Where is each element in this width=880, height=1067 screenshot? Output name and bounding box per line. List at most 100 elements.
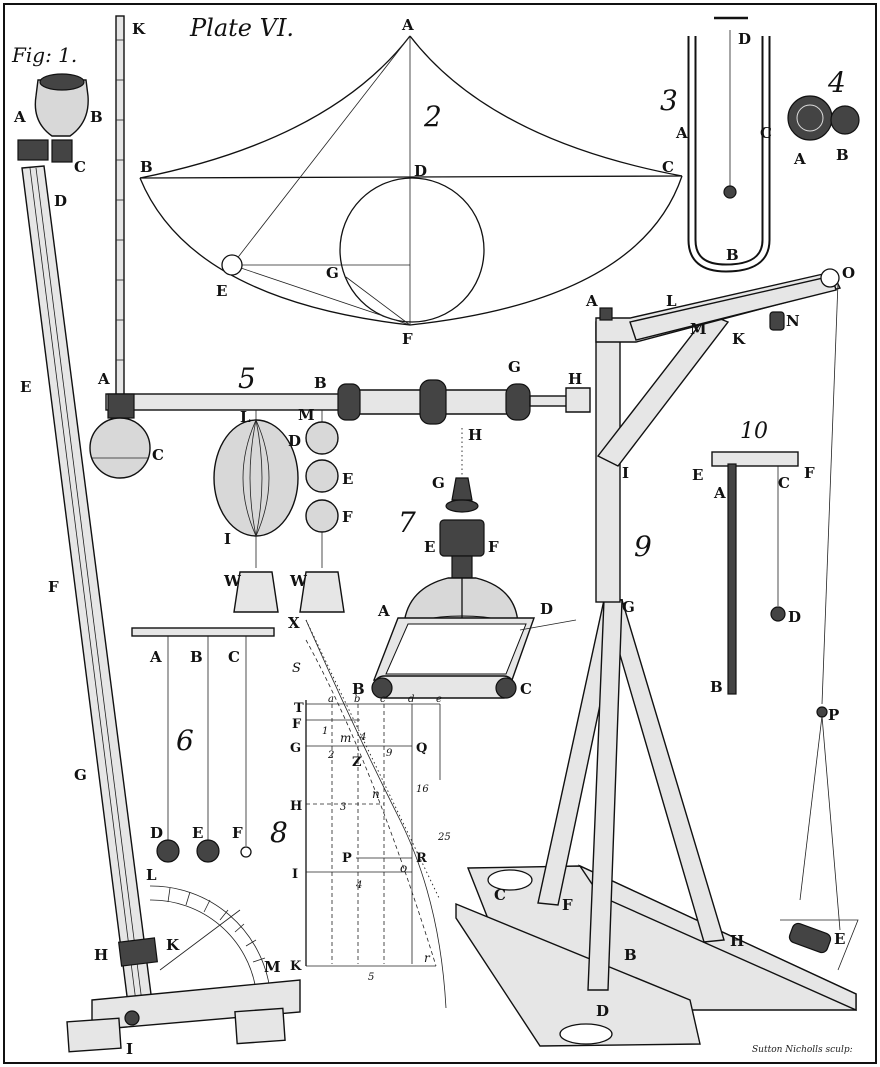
label-fig4-labels-B: B — [836, 146, 849, 164]
label-fig7-labels-D: D — [540, 600, 553, 618]
label-fig2-labels-G: G — [326, 264, 339, 282]
fig4-number: 4 — [827, 66, 846, 99]
label-fig8-labels-r: r — [424, 951, 431, 965]
fig10-number: 10 — [740, 419, 768, 444]
label-fig8-labels-n4: 4 — [355, 880, 362, 891]
label-fig3-labels-D: D — [738, 30, 751, 48]
figure-9: 9 A B C D E F G H I — [455, 264, 859, 1047]
fig3-u-tube — [687, 36, 771, 273]
label-fig9-labels-G: G — [622, 598, 635, 616]
label-fig2-labels-C: C — [662, 158, 674, 176]
fig2-generating-circle — [339, 177, 485, 323]
plate-title: Plate VI. — [189, 14, 294, 42]
label-fig5-labels-I: I — [224, 530, 231, 548]
label-fig7-labels-E: E — [424, 538, 435, 556]
label-fig8-labels-a: a — [328, 694, 334, 705]
label-fig8-labels-X: X — [288, 614, 300, 632]
label-fig9-labels-K: K — [732, 330, 746, 348]
fig3-number: 3 — [660, 84, 678, 117]
label-fig8-labels-n2: 2 — [327, 750, 334, 761]
label-fig2-labels-B: B — [140, 158, 153, 176]
fig1-tube — [21, 165, 153, 1005]
label-fig1-labels-F: F — [48, 578, 59, 596]
label-fig5-labels-K: K — [132, 20, 146, 38]
label-fig8-labels-b: b — [354, 694, 360, 705]
label-fig8-labels-H: H — [290, 799, 302, 814]
label-fig1-labels-C: C — [74, 158, 86, 176]
label-fig10-labels-A: A — [713, 484, 726, 502]
label-fig8-labels-n4b: 4 — [359, 732, 366, 743]
label-fig1-labels-E: E — [20, 378, 31, 396]
figure-8: 8 X S T F G H I K Q R P Z m n o r — [270, 614, 451, 1009]
label-fig8-labels-S: S — [292, 661, 301, 676]
label-fig8-labels-n1: 1 — [322, 726, 328, 737]
label-fig8-labels-m: m — [340, 731, 351, 745]
label-fig3-labels-B: B — [726, 246, 739, 264]
label-fig10-labels-E: E — [692, 466, 703, 484]
label-fig8-labels-n: n — [372, 787, 380, 801]
label-fig6-labels-E: E — [192, 824, 203, 842]
figure-2: 2 A B C D E F G — [139, 16, 683, 348]
label-fig6-labels-F: F — [232, 824, 243, 842]
label-fig2-labels-F: F — [402, 330, 413, 348]
label-fig5-labels-H: H — [568, 370, 582, 388]
label-fig5-labels-L: L — [240, 408, 251, 426]
label-fig9-labels-M: M — [690, 320, 707, 338]
fig10-bob — [770, 606, 786, 622]
figure-7: 7 A B C D E F G H — [352, 426, 577, 699]
label-fig1-labels-A: A — [13, 108, 26, 126]
label-fig1-labels-H: H — [94, 946, 108, 964]
label-fig1-labels-D: D — [54, 192, 67, 210]
label-fig5-labels-G: G — [508, 358, 521, 376]
label-fig8-labels-F: F — [292, 717, 302, 732]
fig10-beam — [711, 451, 799, 467]
label-fig7-labels-B: B — [352, 680, 365, 698]
label-fig1-labels-L: L — [146, 866, 157, 884]
label-fig8-labels-n16: 16 — [416, 784, 429, 795]
label-fig5-labels-C: C — [152, 446, 164, 464]
label-fig6-labels-B: B — [190, 648, 203, 666]
label-fig9-labels-H: H — [730, 932, 744, 950]
figure-3: 3 A B C D — [660, 16, 772, 273]
label-fig1-labels-K: K — [166, 936, 180, 954]
label-fig10-labels-F: F — [804, 464, 815, 482]
label-fig7-labels-A: A — [377, 602, 390, 620]
fig6-number: 6 — [176, 724, 194, 757]
label-fig8-labels-n5: 5 — [368, 972, 374, 983]
figure-4: 4 A B — [787, 66, 860, 168]
label-fig2-labels-D: D — [414, 162, 427, 180]
fig1-number: Fig: 1. — [11, 43, 77, 67]
fig2-upper-curve-right — [409, 35, 683, 177]
label-fig1-labels-I: I — [126, 1040, 133, 1058]
label-fig2-labels-A: A — [401, 16, 414, 34]
label-fig8-labels-I: I — [292, 867, 298, 882]
label-fig8-labels-c: c — [380, 694, 386, 705]
label-fig10-labels-C: C — [778, 474, 790, 492]
label-fig7-labels-C: C — [520, 680, 532, 698]
label-fig5-labels-M: M — [298, 406, 315, 424]
label-fig9-labels-C: C — [494, 886, 506, 904]
label-fig9-labels-A: A — [585, 292, 598, 310]
label-fig6-labels-C: C — [228, 648, 240, 666]
label-fig1-labels-M: M — [264, 958, 281, 976]
fig8-number: 8 — [270, 816, 288, 849]
label-fig9-labels-F: F — [562, 896, 573, 914]
fig3-bob — [723, 185, 737, 199]
figure-6: 6 A B C D E F — [131, 627, 275, 863]
fig2-pendulum-bob — [221, 254, 243, 276]
label-fig9-labels-O: O — [842, 264, 855, 282]
label-fig8-labels-e: e — [436, 694, 442, 705]
figure-10: 10 A B C D E F — [692, 419, 815, 696]
label-fig8-labels-G: G — [290, 741, 301, 756]
label-fig1-labels-G: G — [74, 766, 87, 784]
label-fig5-labels-W2: W — [289, 572, 308, 590]
label-fig8-labels-T: T — [294, 701, 304, 716]
label-fig6-labels-A: A — [149, 648, 162, 666]
fig9-number: 9 — [634, 530, 652, 563]
fig1-quadrant — [149, 885, 271, 991]
label-fig8-labels-R: R — [416, 851, 427, 866]
fig8-parabola — [305, 619, 447, 1009]
fig6-bob-d — [156, 839, 180, 863]
label-fig5-labels-E: E — [342, 470, 353, 488]
fig1-stopcock — [17, 139, 49, 161]
